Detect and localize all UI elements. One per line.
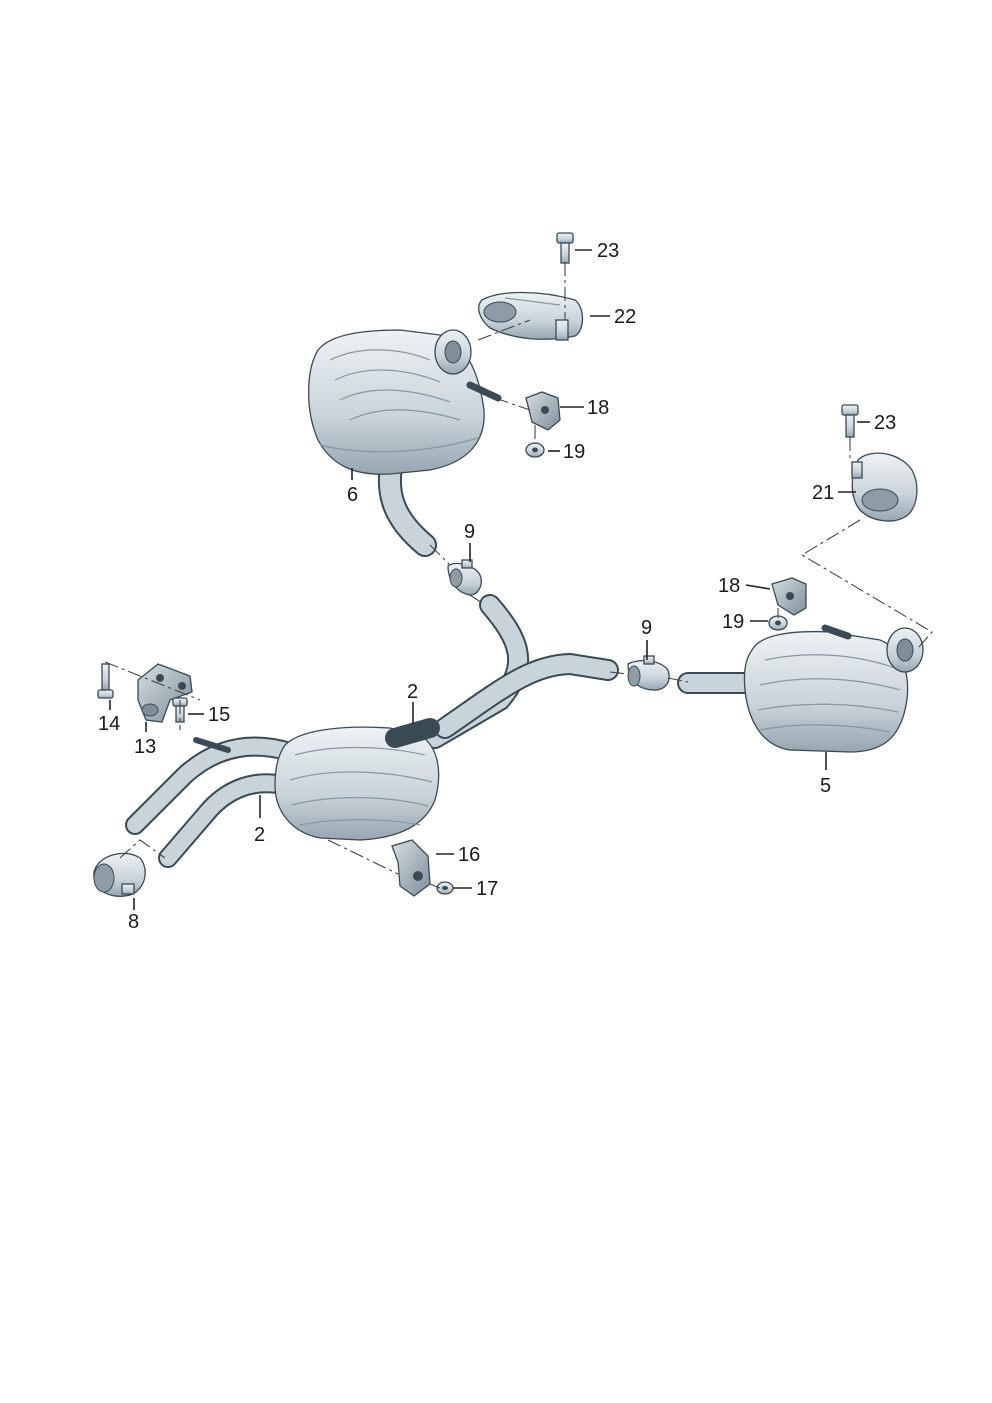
callout-14: 14 — [98, 713, 120, 735]
callout-labels: 23 22 18 19 6 9 23 21 18 19 9 5 2 14 15 … — [98, 240, 896, 933]
bolt-23-right — [841, 404, 859, 438]
bolt-14 — [97, 663, 114, 699]
callout-6: 6 — [347, 484, 358, 506]
callout-23-top: 23 — [597, 240, 619, 262]
callout-8: 8 — [128, 911, 139, 933]
nut-19-right — [768, 615, 788, 631]
callout-13: 13 — [134, 736, 156, 758]
bolt-23-top — [556, 232, 574, 264]
tailpipe-tip-22 — [478, 291, 584, 341]
callout-17: 17 — [476, 878, 498, 900]
callout-9-right: 9 — [641, 617, 652, 639]
bracket-18-left — [525, 391, 561, 431]
callout-15: 15 — [208, 704, 230, 726]
nut-19-left — [525, 442, 545, 458]
bracket-16 — [391, 839, 431, 897]
callout-21: 21 — [812, 482, 834, 504]
callout-23-right: 23 — [874, 412, 896, 434]
rear-muffler-right — [743, 624, 924, 753]
callout-19-right: 19 — [722, 611, 744, 633]
callout-22: 22 — [614, 306, 636, 328]
callout-16: 16 — [458, 844, 480, 866]
callout-2-upper: 2 — [407, 681, 418, 703]
clamp-8 — [93, 852, 146, 897]
clamp-9-upper — [447, 559, 482, 596]
callout-19-left: 19 — [563, 441, 585, 463]
tailpipe-tip-21 — [851, 452, 918, 522]
callout-5: 5 — [820, 775, 831, 797]
center-muffler — [274, 718, 440, 841]
pipework — [125, 450, 756, 868]
clamp-9-right — [627, 655, 670, 691]
callout-18-right: 18 — [718, 575, 740, 597]
alignment-lines — [104, 262, 933, 889]
bracket-18-right — [771, 577, 807, 616]
leader-lines — [109, 249, 870, 910]
callout-2-lower: 2 — [254, 824, 265, 846]
rear-muffler-left — [307, 329, 502, 475]
callout-18-left: 18 — [587, 397, 609, 419]
callout-9-upper: 9 — [464, 521, 475, 543]
hanger-13 — [137, 663, 193, 723]
